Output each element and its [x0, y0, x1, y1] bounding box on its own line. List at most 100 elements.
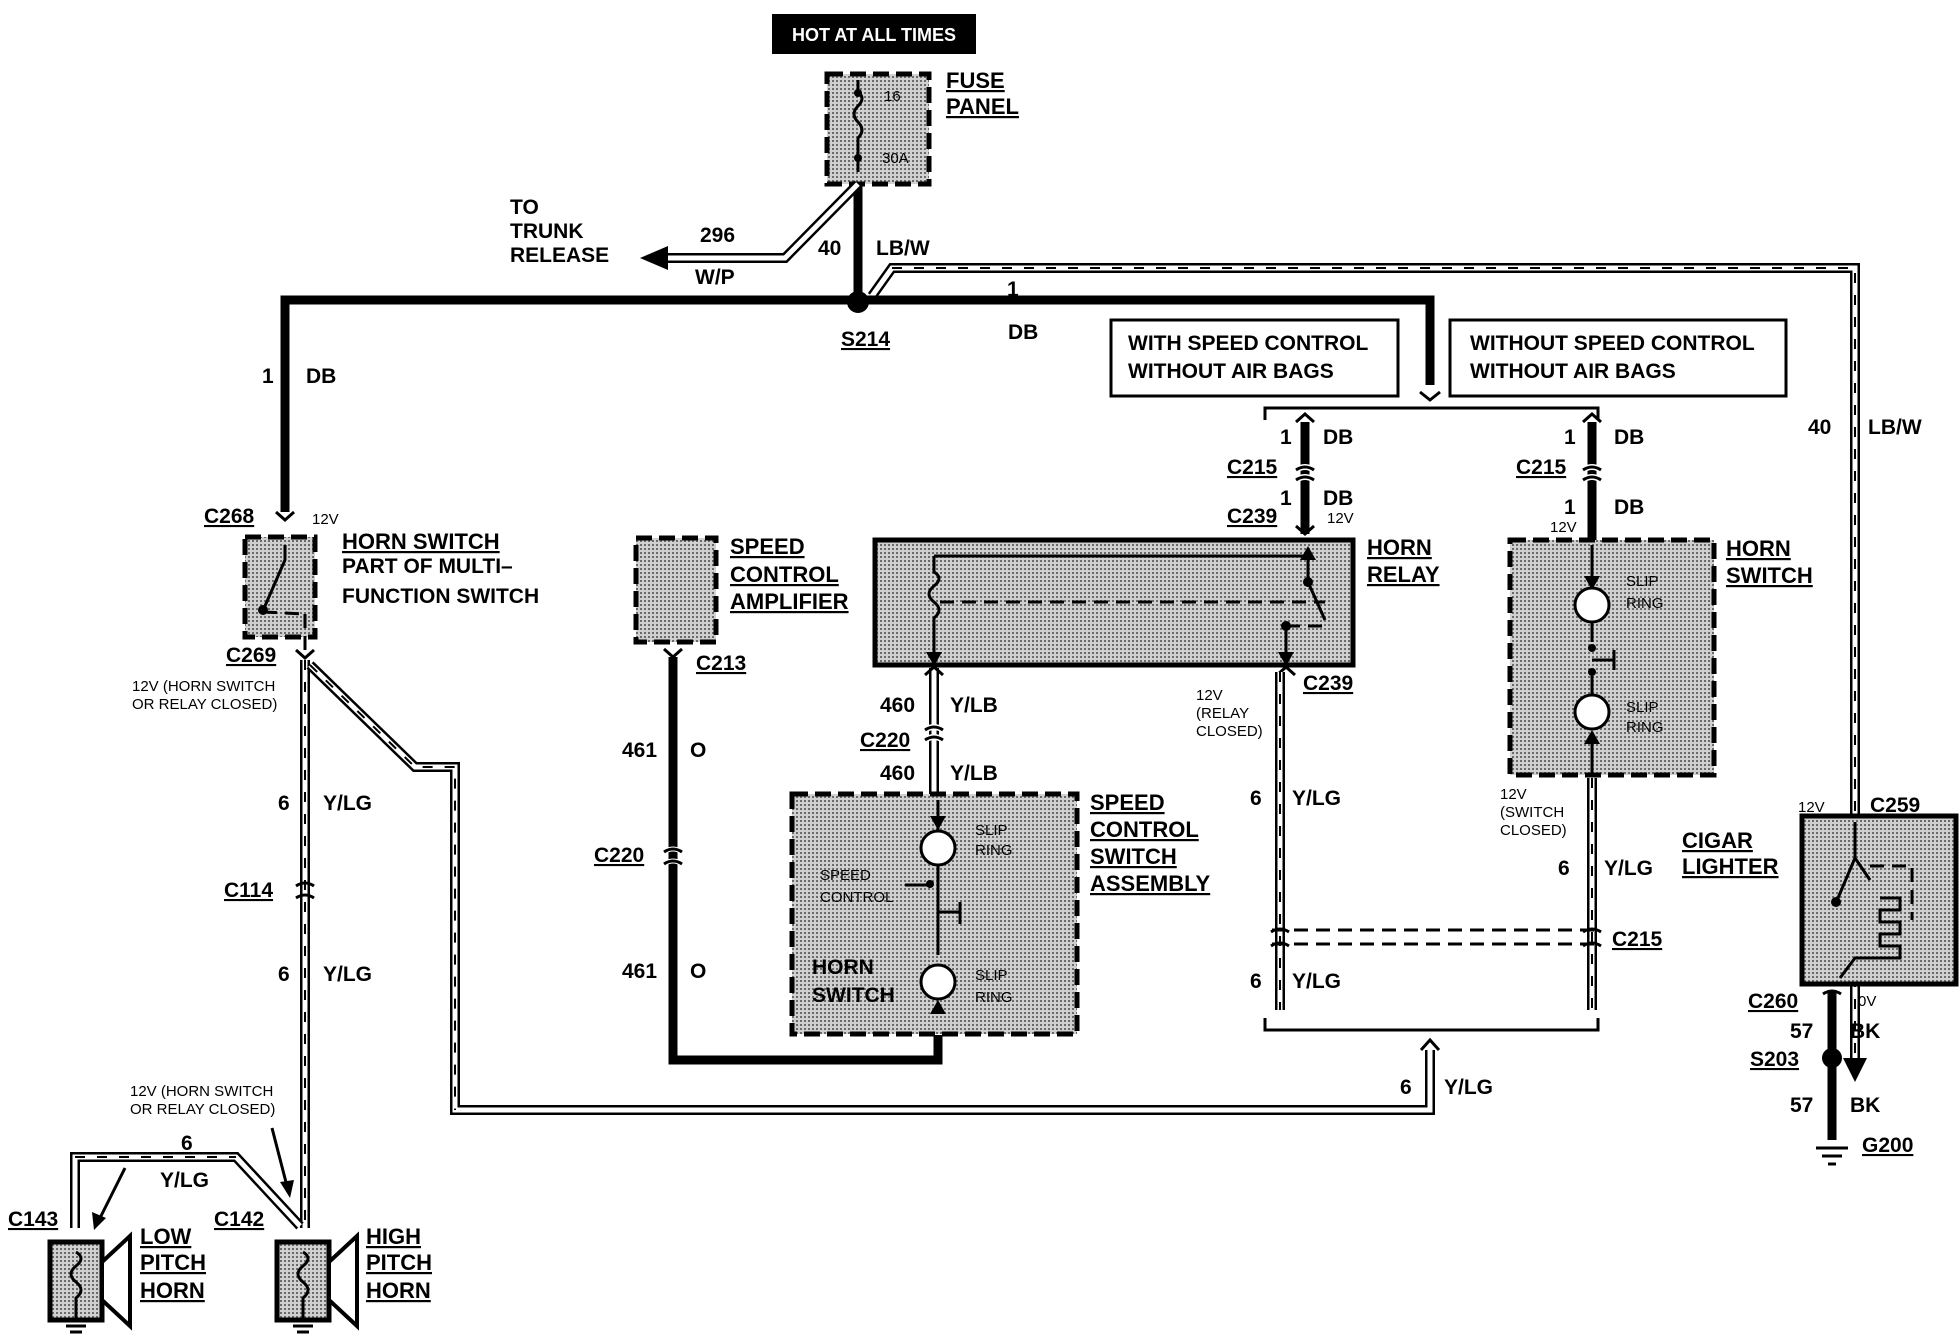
- ylg-merge-wires: [1263, 672, 1602, 1052]
- connector-c215-a: C215: [1227, 456, 1278, 479]
- c268-voltage: 12V: [312, 511, 339, 528]
- wire-ylg-a: Y/LG: [323, 792, 372, 815]
- wire-57-b: 57: [1790, 1094, 1813, 1117]
- connector-c143: C143: [8, 1208, 58, 1231]
- wire-6-c: 6: [181, 1132, 193, 1155]
- slip-ring-b-2: RING: [975, 989, 1013, 1006]
- to-trunk-3: RELEASE: [510, 244, 609, 267]
- hot-at-all-times-text: HOT AT ALL TIMES: [792, 25, 956, 45]
- high-horn-title-2: PITCH: [366, 1250, 432, 1275]
- high-horn-title-1: HIGH: [366, 1224, 421, 1249]
- feed-wires: [640, 180, 1867, 1082]
- connector-c220-b: C220: [860, 729, 910, 752]
- relay-note-2: (RELAY: [1196, 705, 1249, 722]
- cigar-lighter: [1799, 813, 1959, 987]
- wire-bk-a: BK: [1850, 1020, 1880, 1043]
- fuse-number: 16: [884, 88, 901, 105]
- wire-461-b: 461: [622, 960, 657, 983]
- hot-at-all-times-tag: HOT AT ALL TIMES: [772, 14, 976, 54]
- horn-switch-left-sub-1: PART OF MULTI–: [342, 555, 513, 578]
- wire-db-top: DB: [1008, 321, 1038, 344]
- wire-40-right: 40: [1808, 416, 1831, 439]
- to-trunk-2: TRUNK: [510, 220, 584, 243]
- connector-c269: C269: [226, 644, 276, 667]
- with-speed-line-1: WITH SPEED CONTROL: [1128, 332, 1369, 355]
- wire-ylb-a: Y/LB: [950, 694, 998, 717]
- slip-ring-c-1: SLIP: [1626, 573, 1659, 590]
- speed-control-amplifier: [633, 535, 719, 645]
- sca-title-2: CONTROL: [730, 562, 839, 587]
- connector-c220-a: C220: [594, 844, 644, 867]
- fuse-amperage: 30A: [882, 150, 909, 167]
- wire-6-b: 6: [278, 963, 290, 986]
- wire-460-a: 460: [880, 694, 915, 717]
- wire-bk-b: BK: [1850, 1094, 1880, 1117]
- wire-ylg-b: Y/LG: [323, 963, 372, 986]
- low-horn-title-2: PITCH: [140, 1250, 206, 1275]
- wire-57-a: 57: [1790, 1020, 1813, 1043]
- wire-db-d: DB: [1614, 426, 1644, 449]
- connector-c259: C259: [1870, 794, 1920, 817]
- switch-note-1: 12V: [1500, 786, 1527, 803]
- wire-40-top: 40: [818, 237, 841, 260]
- splice-s203: S203: [1750, 1048, 1799, 1071]
- wire-461-a: 461: [622, 739, 657, 762]
- wire-ylg-e: Y/LG: [1292, 970, 1341, 993]
- wire-460-ylb: [923, 664, 945, 795]
- relay-note-3: CLOSED): [1196, 723, 1263, 740]
- high-pitch-horn: [274, 1231, 359, 1334]
- switch-note-2: (SWITCH: [1500, 804, 1564, 821]
- horn-note-1: 12V (HORN SWITCH: [132, 678, 275, 695]
- wire-ylg-d: Y/LG: [1292, 787, 1341, 810]
- wire-460-b: 460: [880, 762, 915, 785]
- connector-c114: C114: [224, 879, 273, 902]
- horn-relay: [872, 537, 1356, 668]
- horn-relay-title-1: HORN: [1367, 535, 1432, 560]
- horn-switch-steering: [1507, 537, 1717, 778]
- speed-control-label-1: SPEED: [820, 867, 871, 884]
- option-without-speed-control: WITHOUT SPEED CONTROL WITHOUT AIR BAGS: [1448, 318, 1788, 398]
- cigar-title-2: LIGHTER: [1682, 854, 1779, 879]
- wire-6-g: 6: [1558, 857, 1570, 880]
- splice-s214: S214: [841, 328, 890, 351]
- connector-c215-b: C215: [1516, 456, 1567, 479]
- fuse-panel-title-1: FUSE: [946, 68, 1005, 93]
- wire-6-d: 6: [1250, 787, 1262, 810]
- horn-switch-multifunction: [242, 534, 318, 652]
- ylg-wires: [70, 660, 1435, 1230]
- horn-note2-1: 12V (HORN SWITCH: [130, 1083, 273, 1100]
- horn-switch-right-title-2: SWITCH: [1726, 563, 1813, 588]
- wire-db-left: DB: [306, 365, 336, 388]
- wire-1-d: 1: [1564, 426, 1576, 449]
- db-bus: [280, 291, 1435, 512]
- horn-switch-right-title-1: HORN: [1726, 536, 1791, 561]
- option-with-speed-control: WITH SPEED CONTROL WITHOUT AIR BAGS: [1109, 318, 1400, 398]
- horn-switch-left-title: HORN SWITCH: [342, 529, 500, 554]
- wire-wp: W/P: [695, 266, 735, 289]
- relay-voltage: 12V: [1327, 510, 1354, 527]
- wire-ylg-f: Y/LG: [1444, 1076, 1493, 1099]
- wire-o-b: O: [690, 960, 706, 983]
- wire-ylb-b: Y/LB: [950, 762, 998, 785]
- wire-db-b: DB: [1323, 426, 1353, 449]
- connector-c142: C142: [214, 1208, 264, 1231]
- slip-ring-c-2: RING: [1626, 595, 1664, 612]
- connector-c213: C213: [696, 652, 746, 675]
- scsa-title-2: CONTROL: [1090, 817, 1199, 842]
- relay-db-feed: [1294, 411, 1316, 537]
- relay-note-1: 12V: [1196, 687, 1223, 704]
- wire-db-c: DB: [1323, 487, 1353, 510]
- horn-switch-inner-1: HORN: [812, 956, 874, 979]
- wire-1-top: 1: [1007, 278, 1019, 301]
- horn-relay-title-2: RELAY: [1367, 562, 1440, 587]
- cigar-title-1: CIGAR: [1682, 828, 1753, 853]
- connector-c239-a: C239: [1227, 505, 1277, 528]
- connector-c239-b: C239: [1303, 672, 1353, 695]
- horn-switch-left-sub-2: FUNCTION SWITCH: [342, 585, 539, 608]
- low-horn-title-3: HORN: [140, 1278, 205, 1303]
- wire-lbw-top: LB/W: [876, 237, 930, 260]
- horn-switch-inner-2: SWITCH: [812, 984, 895, 1007]
- horn-note-2: OR RELAY CLOSED): [132, 696, 277, 713]
- connector-c260: C260: [1748, 990, 1798, 1013]
